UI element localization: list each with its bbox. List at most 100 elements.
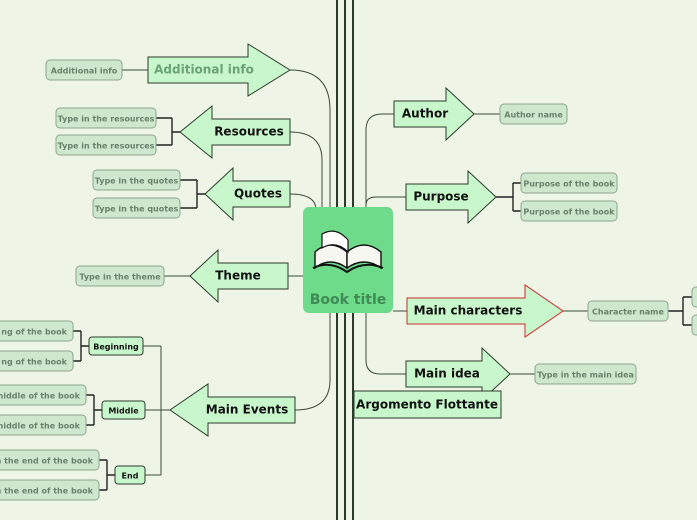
leaf-middle-2-label: middle of the book xyxy=(0,422,81,431)
topic-nodes: Book title Additional info Additional info… xyxy=(0,43,697,501)
leaf-purpose-1[interactable]: Purpose of the book xyxy=(520,172,618,194)
connector-line xyxy=(365,313,406,375)
leaf-quotes-2-box xyxy=(92,197,181,219)
leaf-middle-2[interactable]: middle of the book xyxy=(0,414,87,436)
topic-additional-info-label: Additional info xyxy=(154,63,254,77)
group-label: Middle xyxy=(108,407,139,416)
leaf-end-1-box xyxy=(0,449,100,471)
leaf-character-name-box xyxy=(587,300,669,322)
connector-line xyxy=(294,313,331,411)
group-middle[interactable]: Middle xyxy=(101,400,146,420)
topic-resources-label: Resources xyxy=(214,125,284,139)
topic-main-events-label: Main Events xyxy=(206,403,288,417)
leaf-middle-1[interactable]: middle of the book xyxy=(0,384,87,406)
topic-resources[interactable]: Resources xyxy=(179,104,291,160)
connector-line xyxy=(365,196,406,206)
leaf-purpose-2[interactable]: Purpose of the book xyxy=(520,200,618,222)
leaf-character-name-label: Character name xyxy=(592,308,664,317)
topic-main-idea-label: Main idea xyxy=(414,367,480,381)
topic-quotes[interactable]: Quotes xyxy=(204,166,291,222)
connector-line xyxy=(289,131,323,210)
leaf-beginning-2-box xyxy=(0,350,74,372)
topic-theme-shape xyxy=(189,248,289,304)
leaf-additional-info[interactable]: Additional info xyxy=(45,59,123,81)
topic-additional-info-shape xyxy=(147,43,291,97)
connector-line xyxy=(668,296,692,326)
leaf-end-2[interactable]: n the end of the book xyxy=(0,479,100,501)
group-end[interactable]: End xyxy=(114,465,146,485)
leaf-additional-info-label: Additional info xyxy=(51,67,118,76)
leaf-resources-1-label: Type in the resources xyxy=(58,115,155,124)
leaf-resources-1-box xyxy=(55,107,157,129)
leaf-main-idea[interactable]: Type in the main idea xyxy=(534,363,637,385)
leaf-end-2-label: n the end of the book xyxy=(0,487,94,496)
leaf-middle-1-box xyxy=(0,384,87,406)
floating-topic[interactable]: Argomento Flottante xyxy=(353,390,502,419)
leaf-character-name[interactable]: Character name xyxy=(587,300,669,322)
leaf-beginning-1-box xyxy=(0,320,74,342)
leaf-theme-box xyxy=(75,265,165,287)
leaf-beginning-2[interactable]: ng of the book xyxy=(0,350,74,372)
leaf-theme-label: Type in the theme xyxy=(79,273,161,282)
leaf-resources-2[interactable]: Type in the resources xyxy=(55,134,157,156)
leaf-end-1[interactable]: n the end of the book xyxy=(0,449,100,471)
connector-line xyxy=(180,179,205,209)
leaf-main-idea-label: Type in the main idea xyxy=(537,371,634,380)
connector-line xyxy=(73,330,89,362)
topic-additional-info[interactable]: Additional info xyxy=(147,43,291,97)
topic-author-shape xyxy=(393,86,475,142)
topic-quotes-label: Quotes xyxy=(234,187,282,201)
topic-main-idea[interactable]: Main idea xyxy=(405,346,511,402)
central-topic[interactable]: Book title xyxy=(303,207,393,313)
topic-theme-label: Theme xyxy=(215,269,261,283)
floating-topic-box xyxy=(353,390,502,419)
leaf-middle-1-label: middle of the book xyxy=(0,392,81,401)
connector-line xyxy=(289,69,331,210)
leaf-quotes-2[interactable]: Type in the quotes xyxy=(92,197,181,219)
leaf-quotes-1-label: Type in the quotes xyxy=(95,177,179,186)
topic-purpose[interactable]: Purpose xyxy=(405,169,497,225)
topic-quotes-shape xyxy=(204,166,291,222)
leaf-resources-1[interactable]: Type in the resources xyxy=(55,107,157,129)
topic-purpose-label: Purpose xyxy=(413,190,468,204)
topic-author[interactable]: Author xyxy=(393,86,475,142)
leaf-beginning-1-label: ng of the book xyxy=(1,328,67,337)
connector-line xyxy=(143,345,170,476)
book-spine xyxy=(312,263,384,274)
leaf-character-detail-1 xyxy=(691,286,697,308)
connector-line xyxy=(86,394,102,426)
open-book-icon xyxy=(312,230,384,274)
leaf-quotes-1[interactable]: Type in the quotes xyxy=(92,169,181,191)
topic-purpose-shape xyxy=(405,169,497,225)
leaf-author[interactable]: Author name xyxy=(499,103,568,125)
floating-topic-label: Argomento Flottante xyxy=(356,398,498,412)
leaf-purpose-2-label: Purpose of the book xyxy=(523,208,615,217)
leaf-purpose-1-box xyxy=(520,172,618,194)
leaf-character-detail-2 xyxy=(691,314,697,336)
topic-main-characters-shape xyxy=(406,284,564,338)
group-label: End xyxy=(122,472,139,481)
leaf-quotes-1-box xyxy=(92,169,181,191)
topic-main-idea-shape xyxy=(405,346,511,402)
leaf-author-box xyxy=(499,103,568,125)
topic-author-label: Author xyxy=(402,107,448,121)
central-title: Book title xyxy=(310,292,387,308)
group-beginning[interactable]: Beginning xyxy=(88,336,144,356)
topic-main-characters[interactable]: Main characters xyxy=(406,284,564,338)
topic-main-events[interactable]: Main Events xyxy=(169,383,296,437)
connector-line xyxy=(99,459,115,491)
leaf-end-1-label: n the end of the book xyxy=(0,457,94,466)
leaf-purpose-1-label: Purpose of the book xyxy=(523,180,615,189)
topic-theme[interactable]: Theme xyxy=(189,248,289,304)
group-box xyxy=(114,465,146,485)
topic-main-events-shape xyxy=(169,383,296,437)
leaf-resources-2-box xyxy=(55,134,157,156)
group-box xyxy=(101,400,146,420)
leaf-beginning-1[interactable]: ng of the book xyxy=(0,320,74,342)
leaf-resources-2-label: Type in the resources xyxy=(58,142,155,151)
topic-resources-shape xyxy=(179,104,291,160)
connector-line xyxy=(496,182,521,212)
leaf-theme[interactable]: Type in the theme xyxy=(75,265,165,287)
